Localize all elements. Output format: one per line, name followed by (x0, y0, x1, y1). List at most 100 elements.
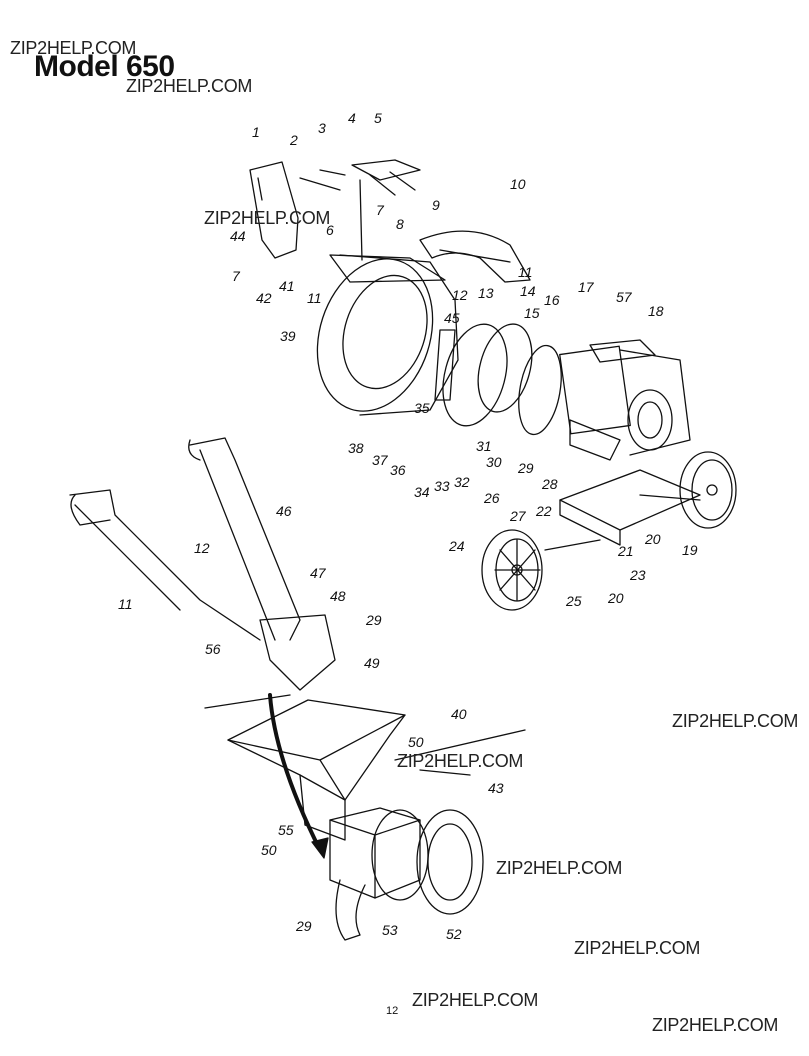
part-label: 15 (524, 305, 540, 321)
part-label: 22 (536, 503, 552, 519)
part-label: 20 (645, 531, 661, 547)
part-label: 34 (414, 484, 430, 500)
part-label: 16 (544, 292, 560, 308)
part-label: 3 (318, 120, 326, 136)
part-label: 50 (408, 734, 424, 750)
bolt-3 (320, 170, 345, 175)
mount-plate (330, 255, 445, 282)
engine-plate (512, 342, 567, 438)
part-label: 46 (276, 503, 292, 519)
watermark-text: ZIP2HELP.COM (126, 76, 253, 96)
part-label: 26 (484, 490, 500, 506)
part-label: 29 (296, 918, 312, 934)
impeller-disc (469, 318, 541, 418)
part-label: 30 (486, 454, 502, 470)
handle-assembly (70, 438, 300, 640)
part-label: 40 (451, 706, 467, 722)
page-title: Model 650 (34, 50, 175, 83)
part-label: 28 (542, 476, 558, 492)
part-label: 18 (648, 303, 664, 319)
part-label: 35 (414, 400, 430, 416)
assembly-arrow (270, 695, 320, 850)
part-label: 12 (452, 287, 468, 303)
part-label: 2 (290, 132, 298, 148)
watermark-text: ZIP2HELP.COM (412, 990, 539, 1010)
rod-40 (395, 730, 525, 760)
part-label: 20 (608, 590, 624, 606)
part-label: 49 (364, 655, 380, 671)
part-label: 55 (278, 822, 294, 838)
part-label: 45 (444, 310, 460, 326)
hopper (228, 700, 405, 840)
part-label: 42 (256, 290, 272, 306)
part-label: 47 (310, 565, 326, 581)
watermark-text: ZIP2HELP.COM (672, 711, 799, 731)
fan-housing (299, 244, 458, 426)
left-wheel (482, 530, 542, 610)
part-label: 36 (390, 462, 406, 478)
watermark-text: ZIP2HELP.COM (397, 751, 524, 771)
part-label: 37 (372, 452, 388, 468)
part-label: 52 (446, 926, 462, 942)
part-label: 8 (396, 216, 404, 232)
watermark-text: ZIP2HELP.COM (496, 858, 623, 878)
part-label: 7 (376, 202, 384, 218)
watermark-text: ZIP2HELP.COM (10, 38, 137, 58)
bolt-56 (205, 695, 290, 708)
part-label: 43 (488, 780, 504, 796)
part-label: 27 (510, 508, 526, 524)
part-label: 39 (280, 328, 296, 344)
watermark-text: ZIP2HELP.COM (204, 208, 331, 228)
part-label: 11 (307, 290, 322, 306)
engine (560, 340, 690, 460)
part-label: 7 (232, 268, 240, 284)
part-label: 38 (348, 440, 364, 456)
part-label: 6 (326, 222, 334, 238)
page-number: 12 (386, 1005, 399, 1017)
part-label: 24 (449, 538, 465, 554)
part-label: 11 (118, 596, 133, 612)
part-label: 53 (382, 922, 398, 938)
housing-cover (420, 231, 530, 282)
part-label: 50 (261, 842, 277, 858)
part-label: 41 (279, 278, 295, 294)
part-label: 57 (616, 289, 632, 305)
part-label: 13 (478, 285, 494, 301)
wheel-frame (560, 470, 700, 545)
watermark-text: ZIP2HELP.COM (652, 1015, 779, 1035)
part-label: 14 (520, 283, 536, 299)
part-label: 1 (252, 124, 260, 140)
part-label: 44 (230, 228, 246, 244)
part-label: 25 (566, 593, 582, 609)
handle-bracket (250, 162, 298, 258)
part-label: 48 (330, 588, 346, 604)
right-wheel (680, 452, 736, 528)
part-label: 11 (518, 264, 533, 280)
part-label: 23 (630, 567, 646, 583)
part-label: 9 (432, 197, 440, 213)
chute-45 (435, 330, 455, 400)
rod-43 (420, 770, 470, 775)
assembly-arrowhead (312, 838, 328, 858)
part-label: 29 (518, 460, 534, 476)
part-label: 5 (374, 110, 382, 126)
part-label: 31 (476, 438, 492, 454)
control-levers (352, 160, 420, 260)
chute-bracket (260, 615, 335, 690)
impeller-plate (433, 317, 518, 433)
flange-ring (417, 810, 483, 914)
part-label: 10 (510, 176, 526, 192)
bolt-2 (300, 178, 340, 190)
part-label: 29 (366, 612, 382, 628)
part-label: 19 (682, 542, 698, 558)
part-label: 32 (454, 474, 470, 490)
part-label: 33 (434, 478, 450, 494)
discharge-chute (330, 808, 428, 940)
part-label: 17 (578, 279, 594, 295)
watermark-text: ZIP2HELP.COM (574, 938, 701, 958)
part-label: 56 (205, 641, 221, 657)
part-label: 21 (618, 543, 634, 559)
axle (545, 540, 600, 550)
